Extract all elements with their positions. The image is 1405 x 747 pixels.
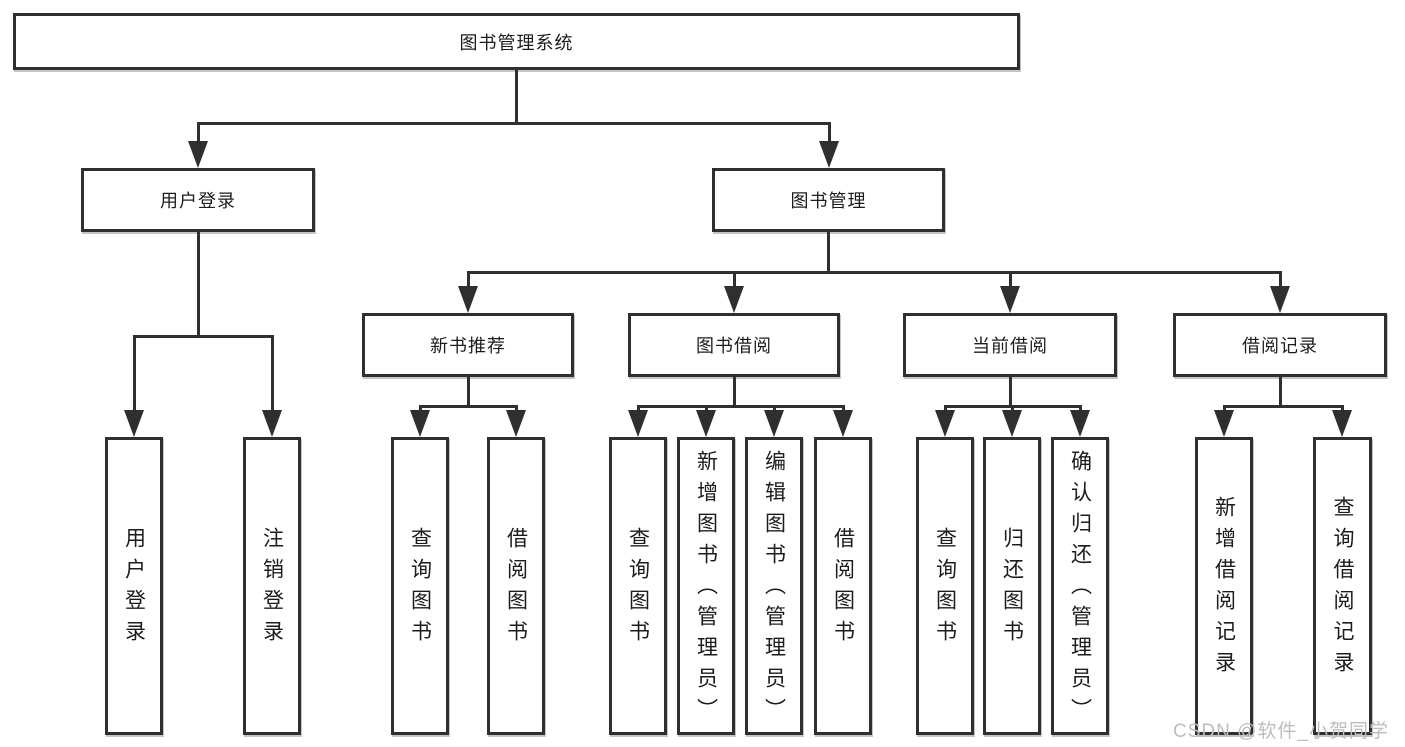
connector-line: [733, 377, 736, 407]
leaf-add-book-admin: 新增图书（管理员）: [677, 437, 735, 735]
arrow-head: [262, 410, 282, 437]
connector-line: [515, 405, 518, 413]
arrow-head: [188, 141, 208, 168]
leaf-borrow-books-borrow: 借阅图书: [814, 437, 872, 735]
node-book-management: 图书管理: [712, 168, 945, 232]
connector-line: [1009, 271, 1012, 288]
node-new-book-recommendation: 新书推荐: [362, 313, 574, 377]
arrow-head: [1070, 410, 1090, 437]
arrow-head: [1002, 410, 1022, 437]
connector-line: [773, 405, 776, 413]
connector-line: [467, 377, 470, 407]
connector-line: [133, 335, 136, 411]
connector-line: [827, 232, 830, 274]
leaf-add-borrow-record: 新增借阅记录: [1195, 437, 1253, 735]
connector-line: [133, 335, 274, 338]
connector-line: [637, 405, 844, 408]
connector-line: [419, 405, 422, 413]
arrow-head: [1270, 286, 1290, 313]
leaf-query-books-recommend: 查询图书: [391, 437, 449, 735]
connector-line: [637, 405, 640, 413]
arrow-head: [724, 286, 744, 313]
connector-line: [828, 122, 831, 143]
node-library-management-system: 图书管理系统: [13, 13, 1020, 70]
connector-line: [705, 405, 708, 413]
arrow-head: [696, 410, 716, 437]
connector-line: [944, 405, 947, 413]
node-borrowing-records: 借阅记录: [1173, 313, 1387, 377]
arrow-head: [410, 410, 430, 437]
node-user-login: 用户登录: [81, 168, 315, 232]
connector-line: [197, 232, 200, 338]
connector-line: [1223, 405, 1226, 413]
connector-line: [515, 70, 518, 122]
connector-line: [1279, 271, 1282, 288]
connector-line: [197, 122, 831, 125]
arrow-head: [458, 286, 478, 313]
connector-line: [197, 122, 200, 143]
connector-line: [419, 405, 518, 408]
leaf-query-books-borrow: 查询图书: [609, 437, 667, 735]
connector-line: [1011, 405, 1014, 413]
connector-line: [842, 405, 845, 413]
arrow-head: [833, 410, 853, 437]
arrow-head: [764, 410, 784, 437]
leaf-edit-book-admin: 编辑图书（管理员）: [745, 437, 803, 735]
leaf-borrow-books-recommend: 借阅图书: [487, 437, 545, 735]
connector-line: [1079, 405, 1082, 413]
connector-line: [733, 271, 736, 288]
leaf-query-books-current: 查询图书: [916, 437, 974, 735]
arrow-head: [506, 410, 526, 437]
connector-line: [271, 335, 274, 411]
leaf-return-book: 归还图书: [983, 437, 1041, 735]
node-book-borrowing: 图书借阅: [628, 313, 840, 377]
arrow-head: [1000, 286, 1020, 313]
arrow-head: [124, 410, 144, 437]
arrow-head: [628, 410, 648, 437]
arrow-head: [935, 410, 955, 437]
connector-line: [467, 271, 1281, 274]
leaf-user-login: 用户登录: [105, 437, 163, 735]
leaf-confirm-return-admin: 确认归还（管理员）: [1051, 437, 1109, 735]
node-current-borrowing: 当前借阅: [903, 313, 1117, 377]
connector-line: [467, 271, 470, 288]
connector-line: [1279, 377, 1282, 407]
connector-line: [1223, 405, 1343, 408]
leaf-query-borrow-record: 查询借阅记录: [1313, 437, 1372, 735]
connector-line: [1341, 405, 1344, 413]
arrow-head: [1214, 410, 1234, 437]
arrow-head: [1332, 410, 1352, 437]
arrow-head: [819, 141, 839, 168]
watermark: CSDN @软件_小贺同学: [1173, 721, 1389, 742]
connector-line: [1009, 377, 1012, 407]
leaf-logout: 注销登录: [243, 437, 301, 735]
